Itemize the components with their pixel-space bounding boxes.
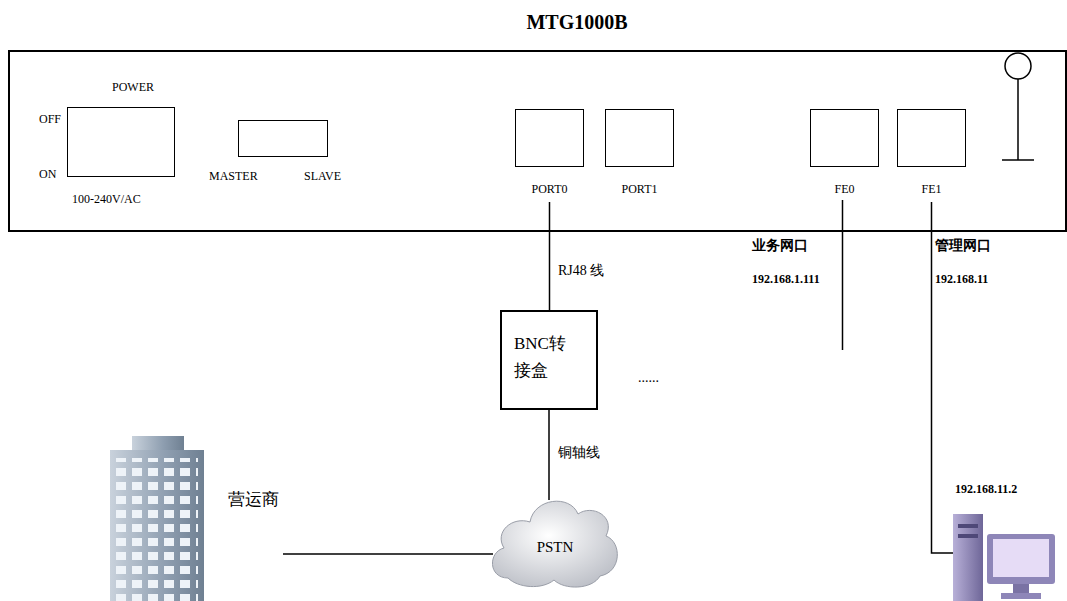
ground-symbol: [1002, 53, 1034, 160]
cable-connector: [549, 202, 551, 310]
device-housing: MTG1000BPOWEROFFON100-240V/ACMASTERSLAVE…: [8, 50, 1067, 232]
port-label: 管理网口: [935, 238, 991, 255]
switch-box: [238, 120, 328, 157]
building-icon: [92, 432, 210, 601]
node-text: PORT0: [512, 182, 587, 196]
master-slave-switch: MASTER SLAVE: [202, 114, 352, 186]
cable-connector: [283, 553, 493, 555]
port-socket: [897, 109, 966, 167]
cable-label: RJ48 线: [557, 263, 605, 280]
service-port-line: [842, 200, 844, 350]
adapter-box: BNC转接盒: [500, 310, 598, 410]
node-text: MASTER: [209, 169, 258, 183]
computer-icon: [945, 504, 1063, 601]
port-ethernet: FE1: [894, 107, 969, 202]
port-e1: PORT1: [602, 107, 677, 202]
port-socket: [605, 109, 674, 167]
port-socket: [810, 109, 879, 167]
cable-connector: [548, 410, 550, 500]
node-text: 100-240V/AC: [72, 192, 141, 206]
node-text: 192.168.11.2: [955, 482, 1017, 496]
port-ethernet: FE0: [807, 107, 882, 202]
cable-connector: [932, 202, 954, 553]
node-text: BNC转接盒: [514, 330, 578, 384]
port-label: 192.168.1.111: [752, 272, 820, 286]
switch-box: [67, 107, 175, 177]
node-text: PSTN: [488, 538, 622, 556]
management-pc: 192.168.11.2: [945, 478, 1063, 601]
cable-label: 铜轴线: [557, 445, 601, 462]
node-text: 营运商: [228, 490, 279, 510]
port-e1: PORT0: [512, 107, 587, 202]
node-text: FE1: [894, 182, 969, 196]
port-label: 业务网口: [752, 238, 808, 255]
node-text: PORT1: [602, 182, 677, 196]
operator-building: 营运商: [92, 432, 283, 601]
port-label: ......: [638, 370, 659, 387]
port-socket: [515, 109, 584, 167]
node-text: OFF: [39, 112, 61, 126]
node-text: MTG1000B: [522, 10, 632, 34]
node-text: FE0: [807, 182, 882, 196]
node-text: SLAVE: [304, 169, 341, 183]
port-label: 192.168.11: [935, 272, 988, 286]
power-switch: POWER OFF ON 100-240V/AC: [32, 72, 182, 207]
node-text: POWER: [112, 80, 154, 94]
node-text: ON: [39, 167, 56, 181]
pstn-cloud: PSTN: [488, 492, 622, 590]
